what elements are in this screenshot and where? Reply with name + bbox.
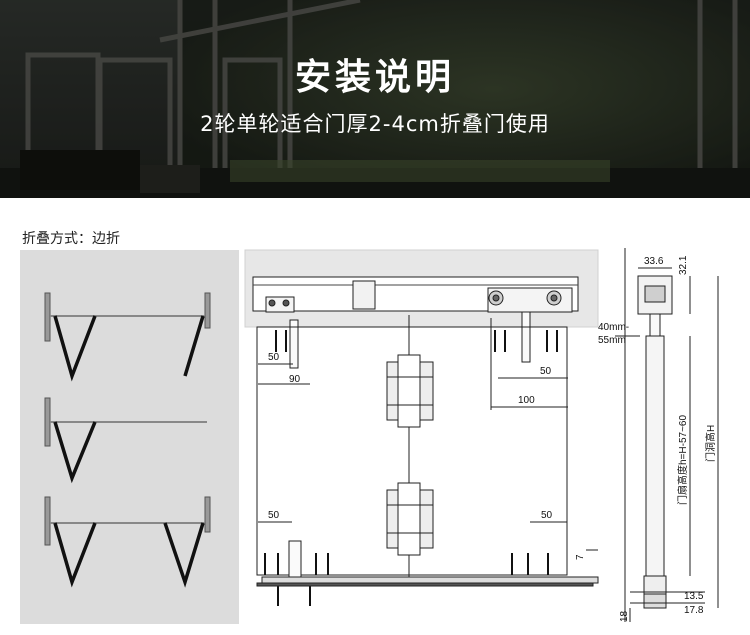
front-view [244,249,599,606]
banner-subtitle: 2轮单轮适合门厚2-4cm折叠门使用 [200,112,550,136]
dim-bottom-18: 18 [619,610,630,622]
fold-diagram-1 [44,292,211,382]
front-view-dimensions: 50 90 50 100 50 50 7 [268,352,586,560]
dim-right-100: 100 [518,395,535,406]
dim-opening-height: 门洞高H [704,425,717,462]
hinge-top [386,354,434,428]
side-view [615,248,719,622]
dim-gap-line2: 55mm [598,335,626,346]
dim-bottom-17-8: 17.8 [684,605,704,616]
dim-left-top-90: 90 [289,374,301,385]
dim-right-top-50: 50 [540,366,552,377]
dim-right-bottom-50: 50 [541,510,553,521]
dim-bottom-13-5: 13.5 [684,591,704,602]
fold-diagram-panel [20,250,239,624]
dim-width-33-6: 33.6 [644,256,664,267]
fold-diagram-3 [44,496,211,588]
banner-photo [0,0,750,198]
fold-diagram-2 [44,397,207,484]
banner-title: 安装说明 [294,57,455,98]
dim-left-bottom-50: 50 [268,510,280,521]
side-view-dimensions: 33.6 32.1 40mm- 55mm 门扇高度h=H-57~60 门洞高H … [598,255,717,622]
dim-door-height: 门扇高度h=H-57~60 [676,415,689,505]
dim-left-top-50: 50 [268,352,280,363]
hinge-bottom [386,482,434,556]
dim-gap-7: 7 [575,554,586,560]
header-banner: 安装说明 2轮单轮适合门厚2-4cm折叠门使用 [0,0,750,198]
dim-height-32-1: 32.1 [678,255,689,275]
fold-mode-label: 折叠方式：边折 [22,231,120,247]
dim-gap-line1: 40mm- [598,322,629,333]
